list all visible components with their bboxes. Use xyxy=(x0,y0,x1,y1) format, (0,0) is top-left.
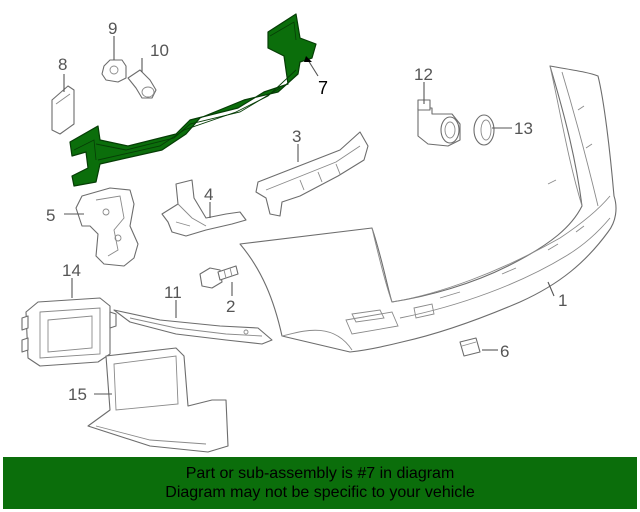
callout-13: 13 xyxy=(514,119,533,138)
callout-labels: 1 2 3 4 5 6 7 8 9 10 11 12 13 14 15 xyxy=(46,19,567,404)
part-15-cover-panel xyxy=(87,347,229,453)
part-1-bumper-cover xyxy=(239,65,617,353)
banner-line-2: Diagram may not be specific to your vehi… xyxy=(165,484,475,501)
part-11-trim-strip xyxy=(113,309,273,345)
callout-8: 8 xyxy=(58,55,67,74)
banner-line-1: Part or sub-assembly is #7 in diagram xyxy=(185,465,455,482)
callout-10: 10 xyxy=(150,41,169,60)
callout-9: 9 xyxy=(108,19,117,38)
part-13-sensor-ring xyxy=(473,114,495,146)
part-12-parking-sensor xyxy=(417,99,461,147)
part-5-side-bracket xyxy=(75,187,139,267)
info-banner: Part or sub-assembly is #7 in diagram Di… xyxy=(3,457,637,509)
part-4-bracket xyxy=(161,179,247,237)
callout-1: 1 xyxy=(558,291,567,310)
callout-7: 7 xyxy=(318,78,328,98)
leader-lines xyxy=(63,36,555,395)
callout-6: 6 xyxy=(500,342,509,361)
callout-11: 11 xyxy=(164,283,182,302)
callout-5: 5 xyxy=(46,206,55,225)
part-9-nut xyxy=(101,59,127,83)
callout-4: 4 xyxy=(204,185,213,204)
callout-14: 14 xyxy=(62,261,81,280)
callout-2: 2 xyxy=(226,297,235,316)
part-2-bolt xyxy=(199,265,239,289)
part-10-grommet xyxy=(127,69,157,99)
part-14-radar-module xyxy=(21,297,117,367)
callout-15: 15 xyxy=(68,385,87,404)
part-8-bracket-plate xyxy=(51,85,75,135)
parts-diagram: 1 2 3 4 5 6 7 8 9 10 11 12 13 14 15 xyxy=(21,13,617,453)
callout-3: 3 xyxy=(292,127,301,146)
callout-12: 12 xyxy=(414,65,433,84)
part-3-bracket xyxy=(255,131,369,217)
part-7-bumper-reinforcement xyxy=(69,13,317,187)
part-6-clip xyxy=(459,337,481,357)
